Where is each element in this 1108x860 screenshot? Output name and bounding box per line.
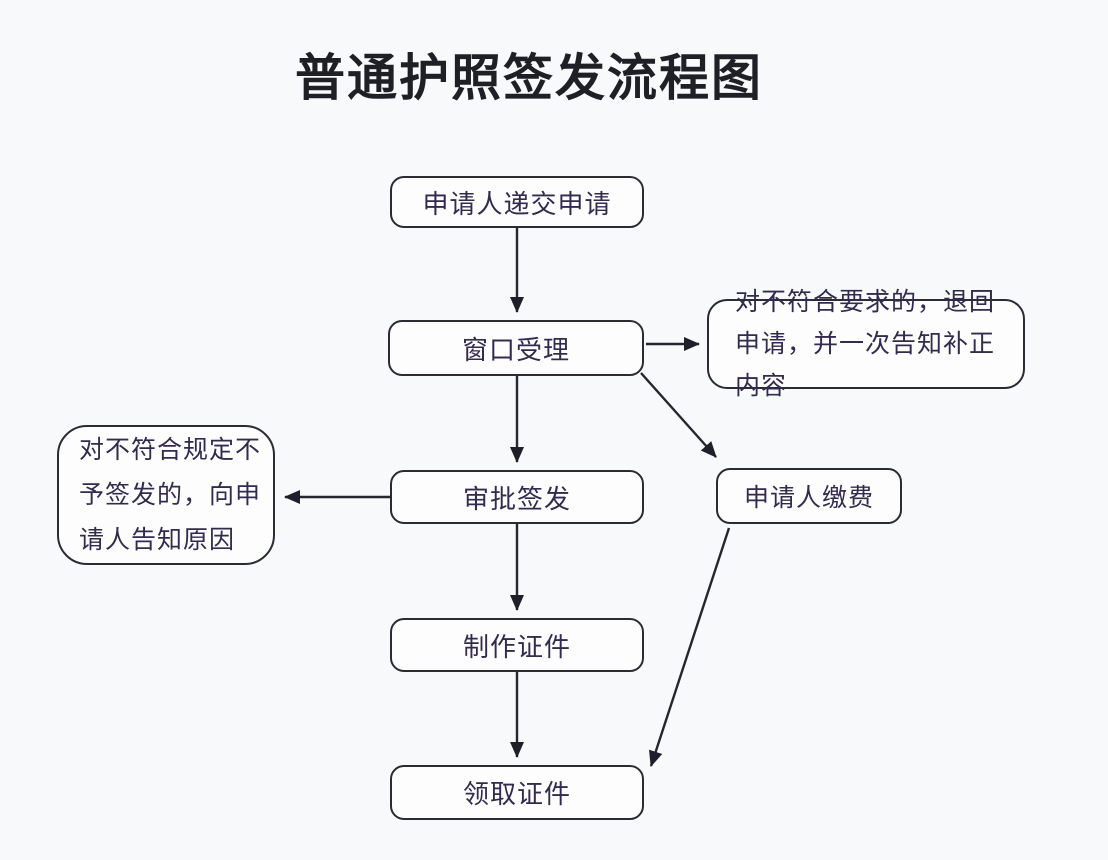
node-window-acceptance: 窗口受理	[388, 320, 644, 376]
node-approval-issuance: 审批签发	[390, 470, 644, 524]
node-produce-document-label: 制作证件	[462, 631, 571, 662]
node-applicant-payment: 申请人缴费	[716, 468, 902, 524]
node-applicant-payment-label: 申请人缴费	[743, 484, 874, 512]
node-submit-application-label: 申请人递交申请	[422, 188, 612, 219]
node-produce-document: 制作证件	[390, 618, 644, 672]
arrow-payment-to-collect	[649, 527, 731, 767]
node-collect-document: 领取证件	[390, 765, 644, 820]
node-return-application-note: 对不符合要求的，退回申请，并一次告知补正内容	[707, 288, 1025, 400]
node-submit-application: 申请人递交申请	[390, 176, 644, 228]
node-approval-issuance-label: 审批签发	[462, 483, 571, 514]
node-reject-reason-note: 对不符合规定不予签发的，向申请人告知原因	[57, 425, 275, 565]
node-reject-reason-note-label: 对不符合规定不予签发的，向申请人告知原因	[79, 435, 262, 554]
node-return-application-note-label: 对不符合要求的，退回申请，并一次告知补正内容	[735, 288, 996, 400]
arrow-window-to-payment	[640, 372, 717, 458]
node-window-acceptance-label: 窗口受理	[461, 334, 570, 365]
node-collect-document-label: 领取证件	[462, 779, 571, 809]
diagram-title: 普通护照签发流程图	[295, 50, 763, 106]
